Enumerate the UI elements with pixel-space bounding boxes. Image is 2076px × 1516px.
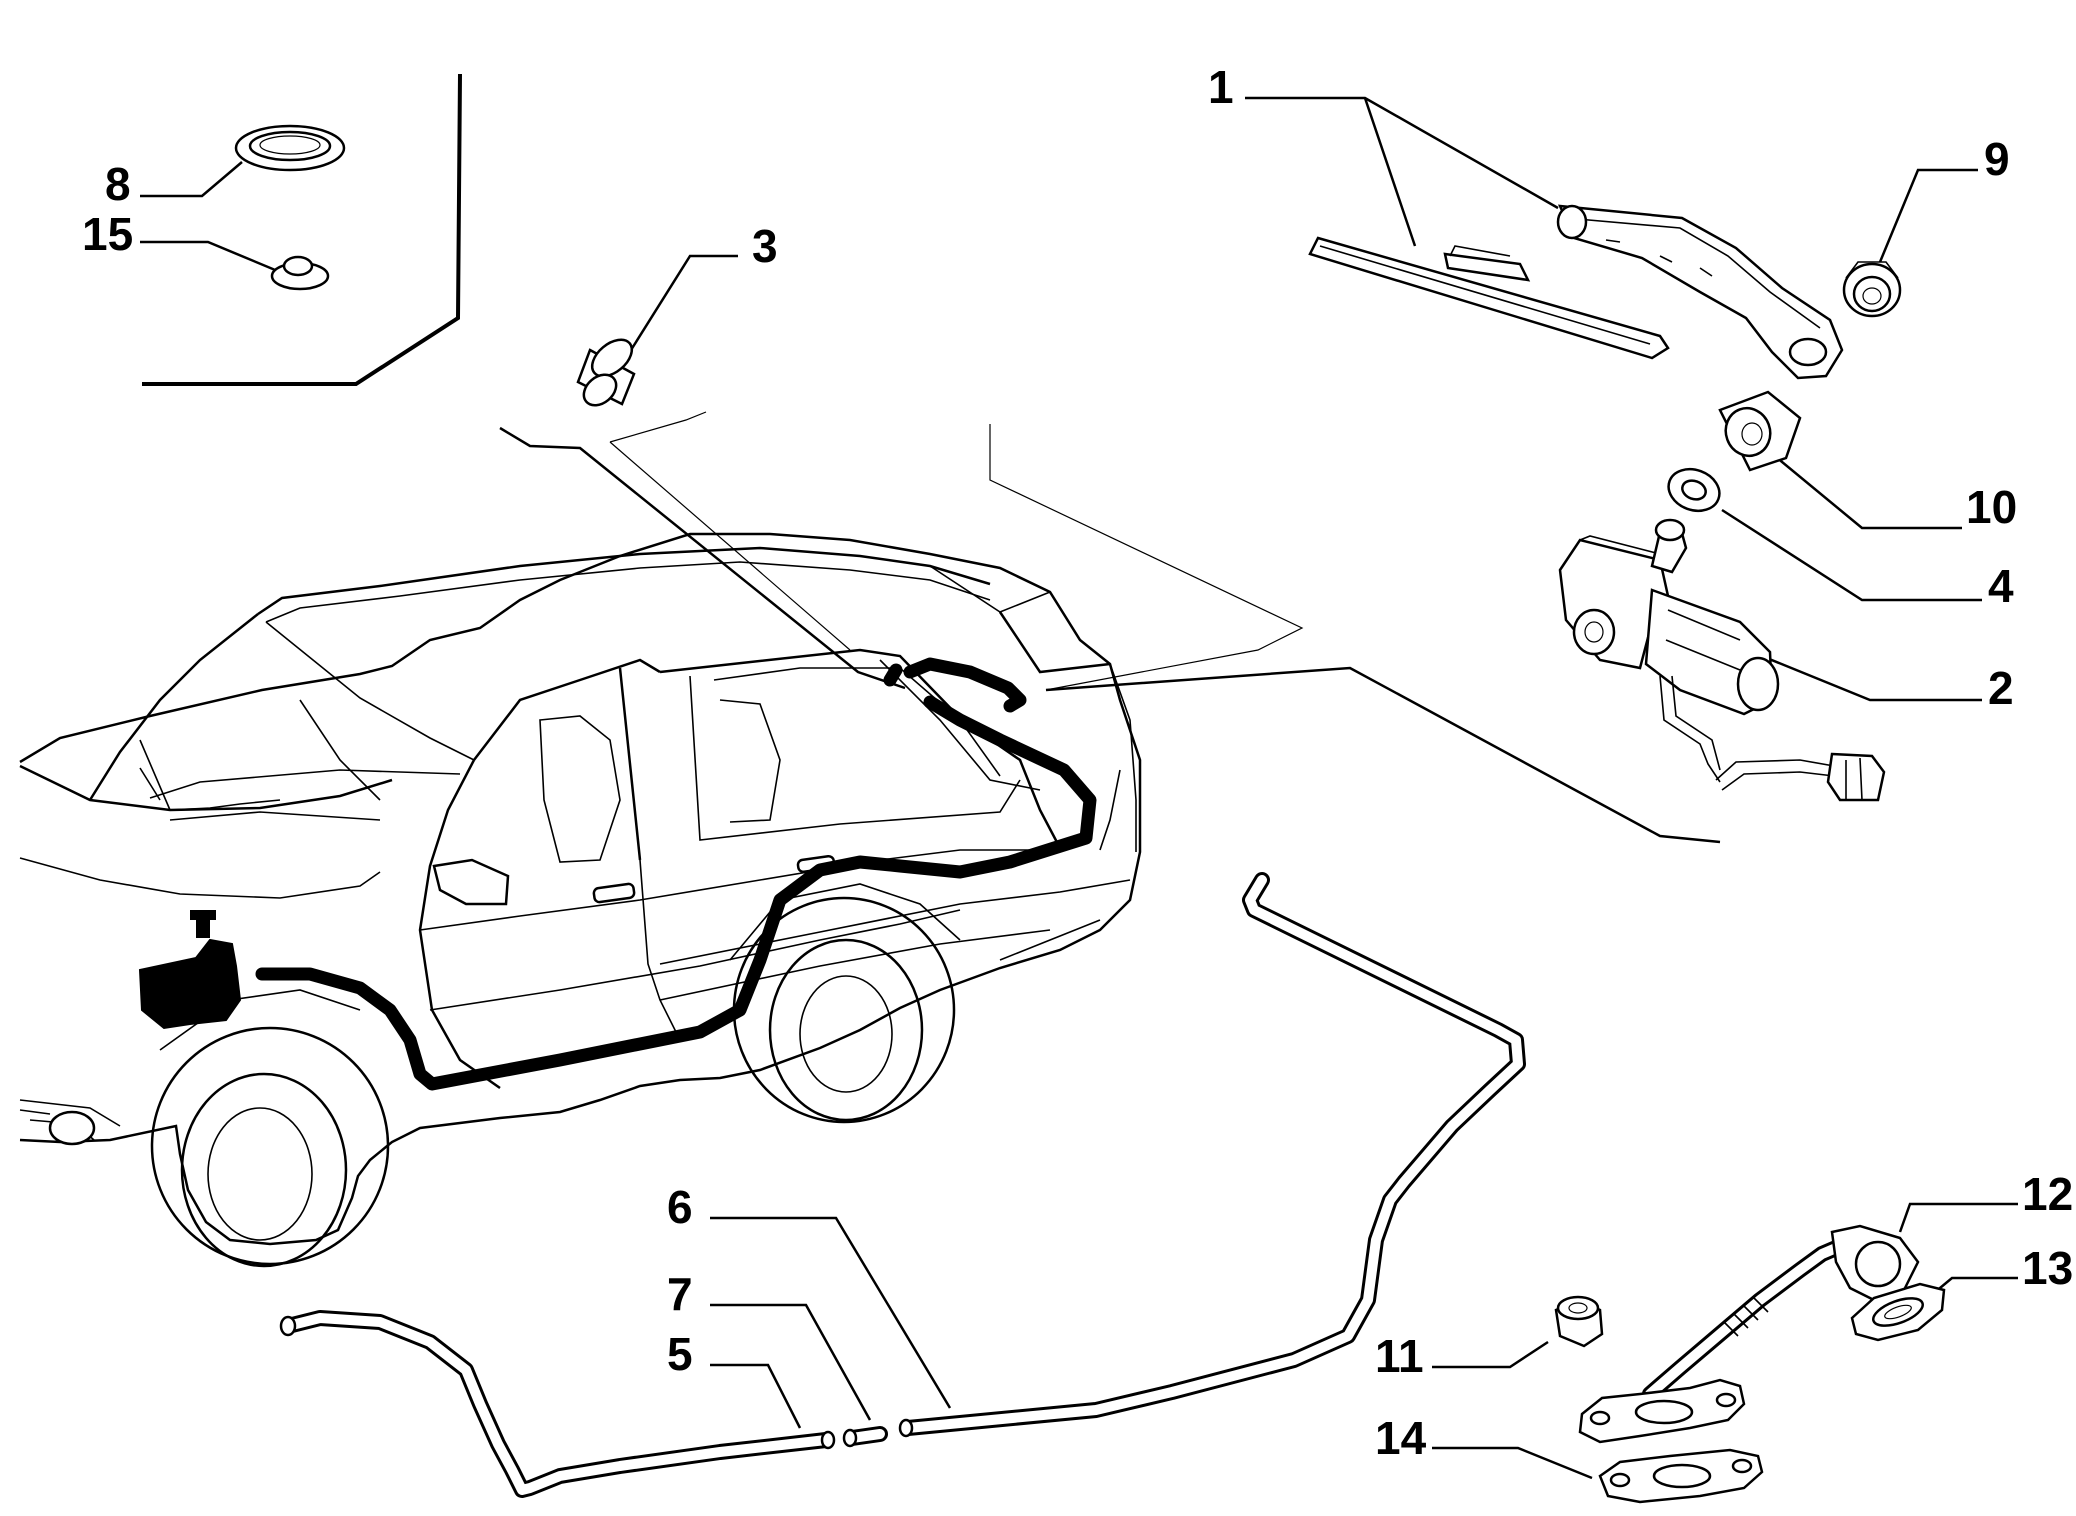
leader-6 bbox=[710, 1216, 952, 1409]
hose-part-5 bbox=[279, 1310, 836, 1498]
callout-5: 5 bbox=[667, 1328, 693, 1380]
hose-routing-in-car bbox=[255, 657, 1097, 1091]
plug-part-15 bbox=[270, 255, 330, 291]
nozzle-pipe-part-12 bbox=[1578, 1224, 1920, 1444]
leader-12 bbox=[1898, 1202, 2018, 1233]
leader-9 bbox=[1878, 168, 1978, 263]
nozzle-part-3 bbox=[576, 338, 636, 407]
callout-9: 9 bbox=[1984, 133, 2010, 185]
callout-3: 3 bbox=[752, 220, 778, 272]
callout-4: 4 bbox=[1988, 560, 2014, 612]
callout-1: 1 bbox=[1208, 61, 1234, 113]
leader-8 bbox=[140, 161, 243, 198]
leader-4 bbox=[1721, 508, 1982, 602]
connector-part-7 bbox=[842, 1426, 888, 1448]
callout-11: 11 bbox=[1375, 1330, 1424, 1382]
leader-10 bbox=[1769, 451, 1962, 530]
leader-1b bbox=[1363, 97, 1417, 247]
grommet-part-8 bbox=[234, 124, 346, 172]
inset-frame bbox=[142, 73, 462, 386]
cap-part-10 bbox=[1718, 390, 1802, 472]
grommet-part-13 bbox=[1850, 1282, 1946, 1342]
nut-part-9 bbox=[1842, 261, 1902, 318]
callout-8: 8 bbox=[105, 158, 131, 210]
gasket-part-14 bbox=[1598, 1448, 1764, 1504]
callout-6: 6 bbox=[667, 1181, 693, 1233]
nut-part-11 bbox=[1554, 1295, 1604, 1348]
callout-10: 10 bbox=[1966, 481, 2017, 533]
callout-14: 14 bbox=[1375, 1412, 1427, 1464]
callout-7: 7 bbox=[667, 1268, 693, 1320]
leader-11 bbox=[1432, 1340, 1549, 1369]
callout-2: 2 bbox=[1988, 662, 2014, 714]
leader-5 bbox=[710, 1363, 802, 1429]
callout-13: 13 bbox=[2022, 1242, 2073, 1294]
washer-part-4 bbox=[1667, 467, 1721, 513]
leader-3 bbox=[624, 254, 738, 359]
assembly-guide-lines bbox=[499, 411, 1721, 844]
callout-15: 15 bbox=[82, 208, 133, 260]
wiper-motor-part-2 bbox=[1558, 518, 1886, 802]
callout-12: 12 bbox=[2022, 1168, 2073, 1220]
leader-1a bbox=[1245, 96, 1559, 210]
wiper-blade-part-1 bbox=[1308, 236, 1670, 360]
leader-14 bbox=[1432, 1446, 1593, 1480]
leader-15 bbox=[140, 240, 281, 274]
leader-2 bbox=[1751, 650, 1982, 702]
leader-7 bbox=[710, 1303, 872, 1421]
washer-reservoir bbox=[138, 910, 242, 1030]
wiper-arm-part-1 bbox=[1556, 204, 1844, 380]
car-outline bbox=[19, 532, 1142, 1268]
hose-part-6 bbox=[898, 872, 1526, 1438]
